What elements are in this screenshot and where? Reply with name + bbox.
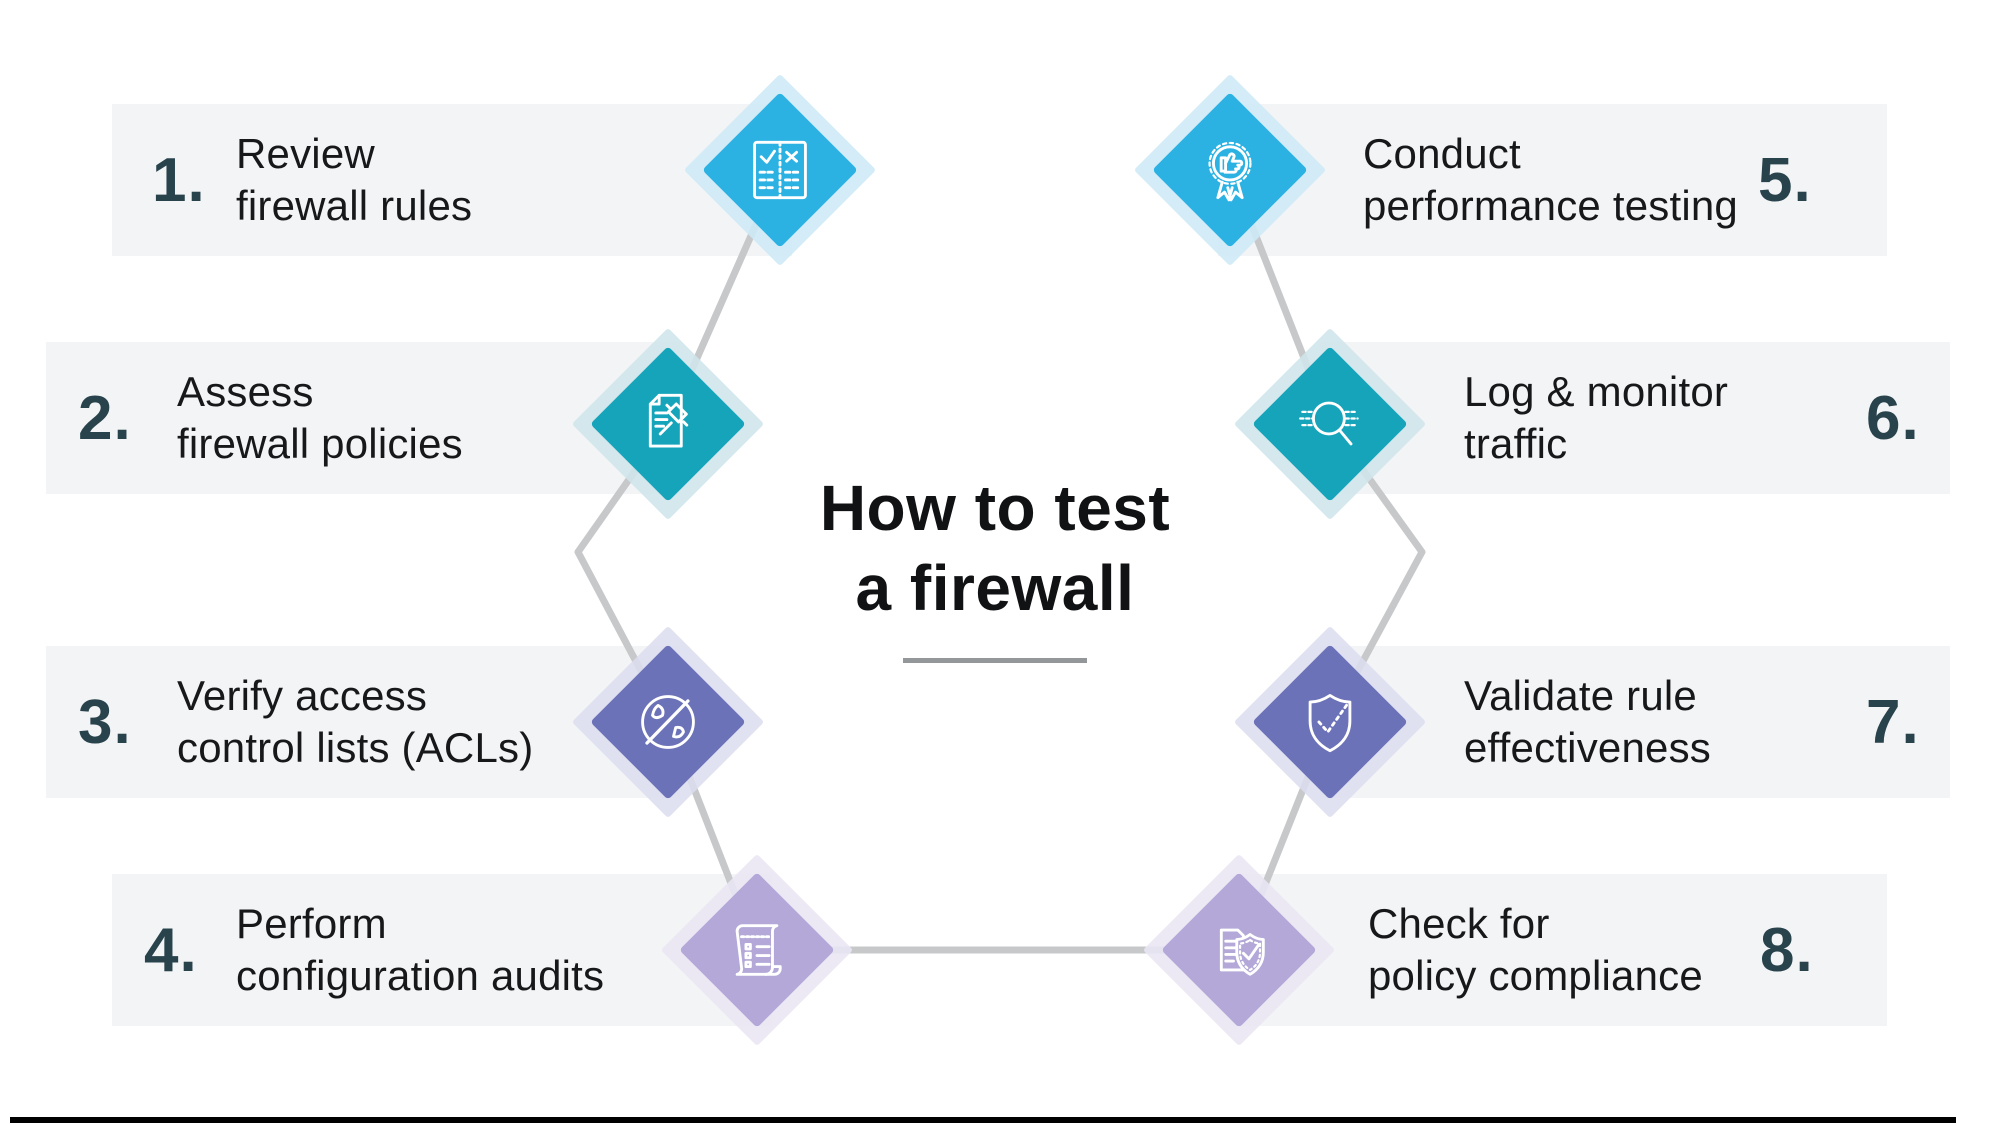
checklist-icon xyxy=(738,128,822,212)
step-6-number: 6. xyxy=(1866,383,1920,453)
award-thumbs-up-icon xyxy=(1188,128,1272,212)
step-1-label-line1: Review xyxy=(236,130,375,177)
step-5-label: Conduct performance testing xyxy=(1363,104,1738,256)
step-3-label-line1: Verify access xyxy=(177,672,428,719)
step-5-label-line1: Conduct xyxy=(1363,130,1521,177)
step-8-label: Check for policy compliance xyxy=(1368,874,1703,1026)
page-title: How to test a firewall xyxy=(745,468,1245,663)
document-shield-icon xyxy=(1197,908,1281,992)
step-8-label-line2: policy compliance xyxy=(1368,952,1703,999)
step-4-label: Perform configuration audits xyxy=(236,874,604,1026)
step-2-label-line2: firewall policies xyxy=(177,420,463,467)
step-7-number: 7. xyxy=(1866,687,1920,757)
step-4-label-line2: configuration audits xyxy=(236,952,605,999)
step-8-label-line1: Check for xyxy=(1368,900,1550,947)
step-7-label-line1: Validate rule xyxy=(1464,672,1697,719)
step-7-label-line2: effectiveness xyxy=(1464,724,1711,771)
step-8-number: 8. xyxy=(1760,915,1814,985)
step-4-number: 4. xyxy=(144,915,198,985)
step-5-label-line2: performance testing xyxy=(1363,182,1738,229)
step-2-label-line1: Assess xyxy=(177,368,314,415)
step-3-number: 3. xyxy=(78,687,132,757)
step-4-label-line1: Perform xyxy=(236,900,387,947)
blocked-globe-icon xyxy=(626,680,710,764)
step-1-label: Review firewall rules xyxy=(236,104,472,256)
step-1-number: 1. xyxy=(152,145,206,215)
step-6-label-line2: traffic xyxy=(1464,420,1568,467)
step-6-label: Log & monitor traffic xyxy=(1464,342,1728,494)
step-3-label-line2: control lists (ACLs) xyxy=(177,724,534,771)
step-2-label: Assess firewall policies xyxy=(177,342,463,494)
step-7-label: Validate rule effectiveness xyxy=(1464,646,1711,798)
document-gavel-icon xyxy=(626,382,710,466)
step-2-number: 2. xyxy=(78,383,132,453)
bottom-rule xyxy=(10,1117,1956,1123)
step-2-row xyxy=(46,342,680,494)
step-6-label-line1: Log & monitor xyxy=(1464,368,1729,415)
page-title-line2: a firewall xyxy=(855,552,1135,624)
title-underline xyxy=(903,658,1087,663)
magnifier-traffic-icon xyxy=(1288,382,1372,466)
page-title-line1: How to test xyxy=(819,472,1171,544)
step-1-label-line2: firewall rules xyxy=(236,182,473,229)
step-3-label: Verify access control lists (ACLs) xyxy=(177,646,533,798)
shield-check-icon xyxy=(1288,680,1372,764)
scroll-audit-icon xyxy=(715,908,799,992)
step-5-number: 5. xyxy=(1758,145,1812,215)
